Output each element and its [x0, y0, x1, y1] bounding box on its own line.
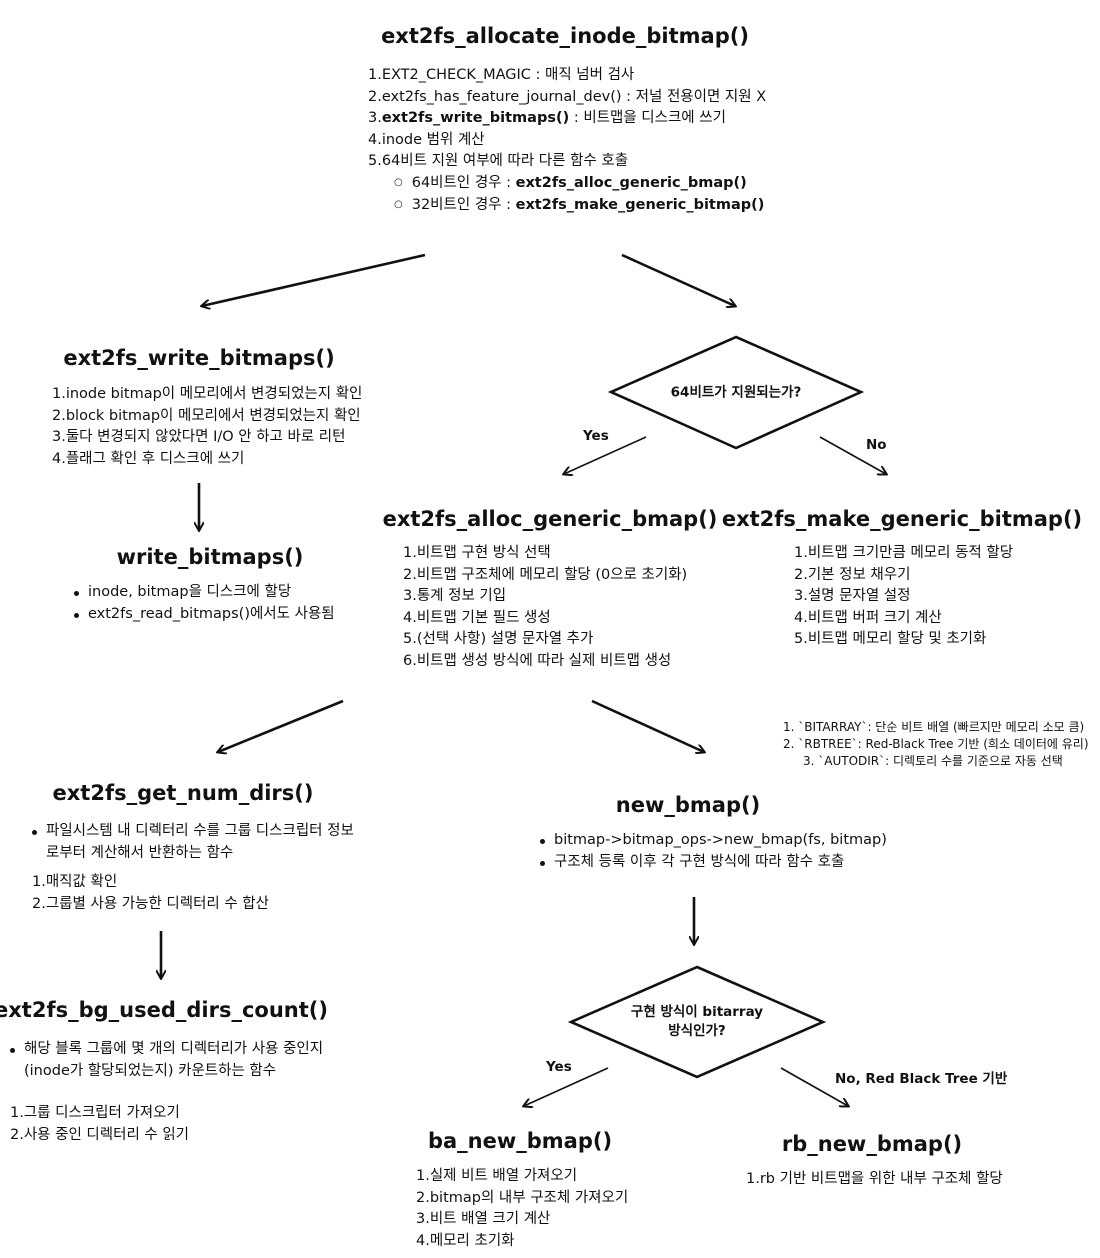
bg-used-dirs-count-title: ext2fs_bg_used_dirs_count() [0, 998, 328, 1022]
make-generic-steps: 1.비트맵 크기만큼 메모리 동적 할당 2.기본 정보 채우기 3.설명 문자… [794, 543, 1013, 651]
list-item: 1.rb 기반 비트맵을 위한 내부 구조체 할당 [746, 1171, 1003, 1187]
list-item: 1. `BITARRAY`: 단순 비트 배열 (빠르지만 메모리 소모 큼) [783, 720, 1085, 734]
list-item: 3.비트 배열 크기 계산 [416, 1211, 551, 1227]
get-num-dirs-bullets: 파일시스템 내 디렉터리 수를 그룹 디스크립터 정보로부터 계산해서 반환하는… [30, 821, 360, 864]
list-item: 2. `RBTREE`: Red-Black Tree 기반 (희소 데이터에 … [783, 737, 1089, 751]
ba-new-bmap-steps: 1.실제 비트 배열 가져오기 2.bitmap의 내부 구조체 가져오기 3.… [416, 1166, 628, 1252]
list-item: 6.비트맵 생성 방식에 따라 실제 비트맵 생성 [403, 652, 672, 669]
list-item: 2.기본 정보 채우기 [794, 566, 911, 583]
alloc-steps: 1.EXT2_CHECK_MAGIC : 매직 넘버 검사 2.ext2fs_h… [368, 65, 766, 218]
list-item: 1.비트맵 구현 방식 선택 [403, 545, 551, 561]
new-bmap-bullets: bitmap->bitmap_ops->new_bmap(fs, bitmap)… [538, 830, 898, 873]
list-item: 3.설명 문자열 설정 [794, 588, 911, 604]
list-item: 4.메모리 초기화 [416, 1232, 515, 1249]
new-bmap-title: new_bmap() [615, 793, 761, 817]
list-item: 4.비트맵 기본 필드 생성 [403, 609, 551, 626]
write-bitmaps-steps: 1.inode bitmap이 메모리에서 변경되었는지 확인 2.block … [52, 384, 362, 470]
arrow-yes-impl [524, 1067, 609, 1106]
rb-new-bmap-steps: 1.rb 기반 비트맵을 위한 내부 구조체 할당 [746, 1169, 1003, 1191]
list-item: 1.실제 비트 배열 가져오기 [416, 1168, 578, 1184]
bg-used-dirs-steps: 1.그룹 디스크립터 가져오기 2.사용 중인 디렉터리 수 읽기 [10, 1103, 189, 1146]
list-item: 1.inode bitmap이 메모리에서 변경되었는지 확인 [52, 386, 363, 402]
alloc-sub-list: 64비트인 경우 : ext2fs_alloc_generic_bmap() 3… [368, 173, 766, 218]
get-num-dirs-steps: 1.매직값 확인 2.그룹별 사용 가능한 디렉터리 수 합산 [32, 872, 269, 915]
arrow-no-64 [819, 436, 886, 474]
list-item: 4.비트맵 버퍼 크기 계산 [794, 609, 942, 626]
list-item: 2.bitmap의 내부 구조체 가져오기 [416, 1189, 629, 1206]
list-item: 1.EXT2_CHECK_MAGIC : 매직 넘버 검사 [368, 67, 635, 83]
arrow-yes-64 [564, 436, 647, 474]
get-num-dirs-title: ext2fs_get_num_dirs() [52, 781, 314, 805]
alloc-inode-bitmap-title: ext2fs_allocate_inode_bitmap() [381, 24, 749, 48]
list-item: ext2fs_read_bitmaps()에서도 사용됨 [72, 604, 392, 626]
decision-bitarray-label: 구현 방식이 bitarray 방식인가? [630, 1004, 764, 1039]
arrow-no-impl [780, 1067, 848, 1106]
list-item: bitmap->bitmap_ops->new_bmap(fs, bitmap) [538, 830, 898, 852]
list-item: 3.통계 정보 기입 [403, 588, 507, 604]
inner-write-bitmaps-title: write_bitmaps() [116, 545, 304, 569]
list-item: 2.비트맵 구조체에 메모리 할당 (0으로 초기화) [403, 566, 688, 583]
alloc-generic-steps: 1.비트맵 구현 방식 선택 2.비트맵 구조체에 메모리 할당 (0으로 초기… [403, 543, 687, 672]
list-item: 4.플래그 확인 후 디스크에 쓰기 [52, 450, 245, 467]
decision-64bit-no-label: No [866, 437, 887, 453]
rb-new-bmap-title: rb_new_bmap() [781, 1132, 963, 1156]
alloc-generic-bmap-title: ext2fs_alloc_generic_bmap() [382, 507, 718, 531]
list-item: 3.ext2fs_write_bitmaps() : 비트맵을 디스크에 쓰기 [368, 110, 726, 126]
arrow-generic-to-numdirs [218, 699, 344, 752]
decision-64bit-yes-label: Yes [583, 428, 609, 444]
list-item: 5.(선택 사항) 설명 문자열 추가 [403, 631, 594, 647]
arrow-generic-to-newbmap [591, 699, 704, 752]
list-item: 1.그룹 디스크립터 가져오기 [10, 1105, 180, 1121]
list-item: 3.둘다 변경되지 않았다면 I/O 안 하고 바로 리턴 [52, 429, 346, 445]
decision-64bit-label: 64비트가 지원되는가? [670, 384, 802, 401]
list-item: 구조체 등록 이후 각 구현 방식에 따라 함수 호출 [538, 852, 898, 874]
list-item: 파일시스템 내 디렉터리 수를 그룹 디스크립터 정보로부터 계산해서 반환하는… [30, 821, 360, 864]
list-item: 32비트인 경우 : ext2fs_make_generic_bitmap() [394, 195, 766, 218]
inner-write-bullets: inode, bitmap을 디스크에 할당 ext2fs_read_bitma… [72, 582, 392, 625]
list-item: 4.inode 범위 계산 [368, 131, 485, 148]
list-item: 2.block bitmap이 메모리에서 변경되었는지 확인 [52, 407, 361, 424]
decision-64bit-diamond [607, 335, 865, 450]
arrow-alloc-to-decision64 [621, 253, 735, 306]
list-item: 5.비트맵 메모리 할당 및 초기화 [794, 631, 987, 647]
make-generic-bitmap-title: ext2fs_make_generic_bitmap() [721, 507, 1083, 531]
list-item: 2.ext2fs_has_feature_journal_dev() : 저널 … [368, 88, 767, 105]
list-item: 해당 블록 그룹에 몇 개의 디렉터리가 사용 중인지 (inode가 할당되었… [8, 1039, 358, 1082]
list-item: 5.64비트 지원 여부에 따라 다른 함수 호출 64비트인 경우 : ext… [368, 151, 766, 218]
bg-used-dirs-bullets: 해당 블록 그룹에 몇 개의 디렉터리가 사용 중인지 (inode가 할당되었… [8, 1039, 358, 1082]
arrow-alloc-to-write [202, 253, 426, 306]
list-item: 2.그룹별 사용 가능한 디렉터리 수 합산 [32, 895, 269, 912]
list-item: 2.사용 중인 디렉터리 수 읽기 [10, 1126, 190, 1143]
list-item: 1.매직값 확인 [32, 874, 118, 890]
decision-bitarray-no-label: No, Red Black Tree 기반 [835, 1071, 1008, 1087]
list-item: inode, bitmap을 디스크에 할당 [72, 582, 392, 604]
ba-new-bmap-title: ba_new_bmap() [427, 1129, 613, 1153]
list-item: 64비트인 경우 : ext2fs_alloc_generic_bmap() [394, 173, 766, 196]
write-bitmaps-title: ext2fs_write_bitmaps() [63, 346, 335, 370]
list-item: 1.비트맵 크기만큼 메모리 동적 할당 [794, 545, 1014, 561]
list-item: 3. `AUTODIR`: 디렉토리 수를 기준으로 자동 선택 [803, 754, 1063, 768]
bitmap-types-note: 1. `BITARRAY`: 단순 비트 배열 (빠르지만 메모리 소모 큼) … [783, 719, 1089, 770]
decision-bitarray-yes-label: Yes [546, 1059, 572, 1075]
decision-bitarray-diamond [567, 965, 827, 1079]
